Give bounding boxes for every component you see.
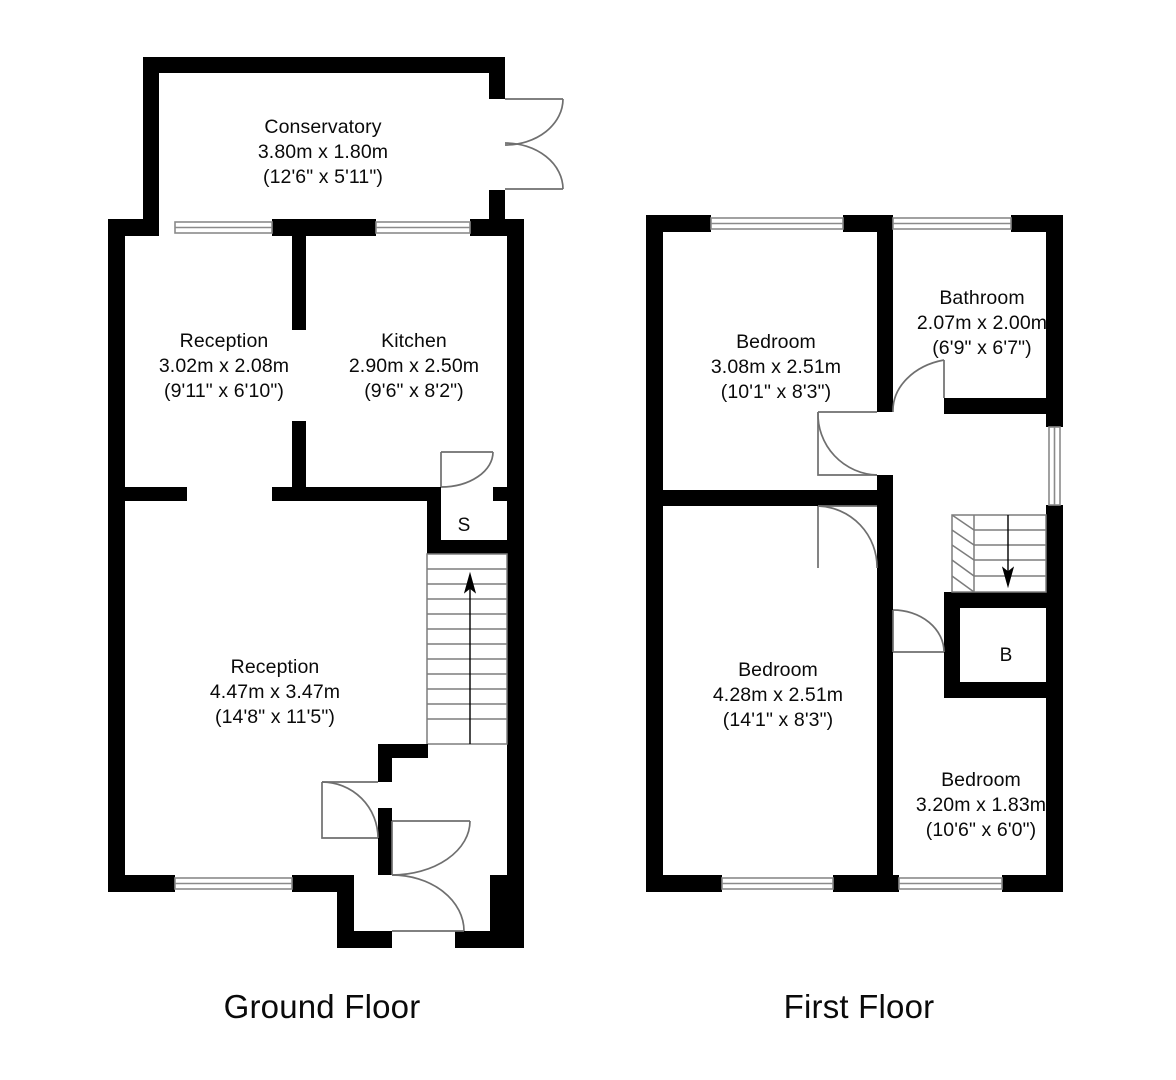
room-imperial-size: (9'6" x 8'2")	[364, 380, 464, 402]
room-name: Kitchen	[381, 330, 447, 352]
room-metric-size: 4.28m x 2.51m	[712, 684, 844, 706]
first-floor-internal-walls	[663, 232, 1046, 875]
first-floor-rear-windows	[710, 217, 1012, 230]
room-label-reception-upper: Reception 3.02m x 2.08m (9'11" x 6'10")	[102, 329, 346, 404]
boiler-cupboard-marker: B	[999, 645, 1013, 666]
bedroom-one-door	[817, 411, 878, 476]
room-imperial-size: (9'11" x 6'10")	[164, 380, 284, 402]
first-floor-front-windows	[721, 877, 1003, 890]
room-metric-size: 3.20m x 1.83m	[915, 794, 1047, 816]
room-name: Reception	[230, 656, 320, 678]
lounge-door	[321, 781, 379, 839]
first-floor-outer-walls	[646, 215, 1063, 892]
store-cupboard-marker: S	[457, 515, 471, 536]
room-name: Bathroom	[939, 287, 1025, 309]
room-metric-size: 3.80m x 1.80m	[257, 141, 389, 163]
room-label-bedroom-three: Bedroom 3.20m x 1.83m (10'6" x 6'0")	[859, 768, 1103, 843]
staircase-up	[426, 553, 508, 745]
bedroom-two-door	[817, 505, 878, 569]
room-imperial-size: (14'8" x 11'5")	[215, 706, 335, 728]
front-door-swings	[391, 820, 471, 932]
room-label-conservatory: Conservatory 3.80m x 1.80m (12'6" x 5'11…	[201, 115, 445, 190]
room-imperial-size: (10'1" x 8'3")	[720, 381, 832, 403]
floor-title-ground: Ground Floor	[223, 988, 421, 1025]
room-label-bathroom: Bathroom 2.07m x 2.00m (6'9" x 6'7")	[860, 286, 1104, 361]
room-name: Reception	[179, 330, 269, 352]
room-imperial-size: (6'9" x 6'7")	[932, 337, 1032, 359]
room-metric-size: 3.08m x 2.51m	[710, 356, 842, 378]
room-metric-size: 4.47m x 3.47m	[209, 681, 341, 703]
room-label-bedroom-two: Bedroom 4.28m x 2.51m (14'1" x 8'3")	[656, 658, 900, 733]
staircase-down	[951, 514, 1047, 593]
bedroom-three-door	[892, 609, 945, 653]
room-name: Bedroom	[738, 659, 818, 681]
conservatory-walls	[143, 57, 505, 235]
ground-floor-drawing	[108, 57, 564, 948]
first-floor-side-window	[1048, 426, 1061, 506]
ground-floor-front-window	[174, 877, 293, 890]
ground-floor-internal-walls	[125, 236, 507, 554]
room-metric-size: 3.02m x 2.08m	[158, 355, 290, 377]
conservatory-french-door	[504, 98, 564, 190]
room-imperial-size: (14'1" x 8'3")	[722, 709, 834, 731]
ground-floor-rear-windows	[174, 221, 471, 234]
floor-title-first: First Floor	[783, 988, 935, 1025]
room-metric-size: 2.07m x 2.00m	[916, 312, 1048, 334]
ground-floor-outer-walls	[108, 219, 524, 892]
room-label-bedroom-one: Bedroom 3.08m x 2.51m (10'1" x 8'3")	[654, 330, 898, 405]
room-name: Conservatory	[264, 116, 382, 138]
room-imperial-size: (12'6" x 5'11")	[263, 166, 383, 188]
room-name: Bedroom	[736, 331, 816, 353]
ground-floor-hall-walls	[378, 744, 428, 875]
room-label-reception-lower: Reception 4.47m x 3.47m (14'8" x 11'5")	[153, 655, 397, 730]
room-name: Bedroom	[941, 769, 1021, 791]
room-label-kitchen: Kitchen 2.90m x 2.50m (9'6" x 8'2")	[292, 329, 536, 404]
room-metric-size: 2.90m x 2.50m	[348, 355, 480, 377]
first-floor-drawing	[646, 215, 1063, 892]
room-imperial-size: (10'6" x 6'0")	[925, 819, 1037, 841]
entrance-porch	[337, 875, 524, 948]
store-cupboard-door	[440, 451, 494, 488]
bathroom-door	[892, 359, 945, 413]
